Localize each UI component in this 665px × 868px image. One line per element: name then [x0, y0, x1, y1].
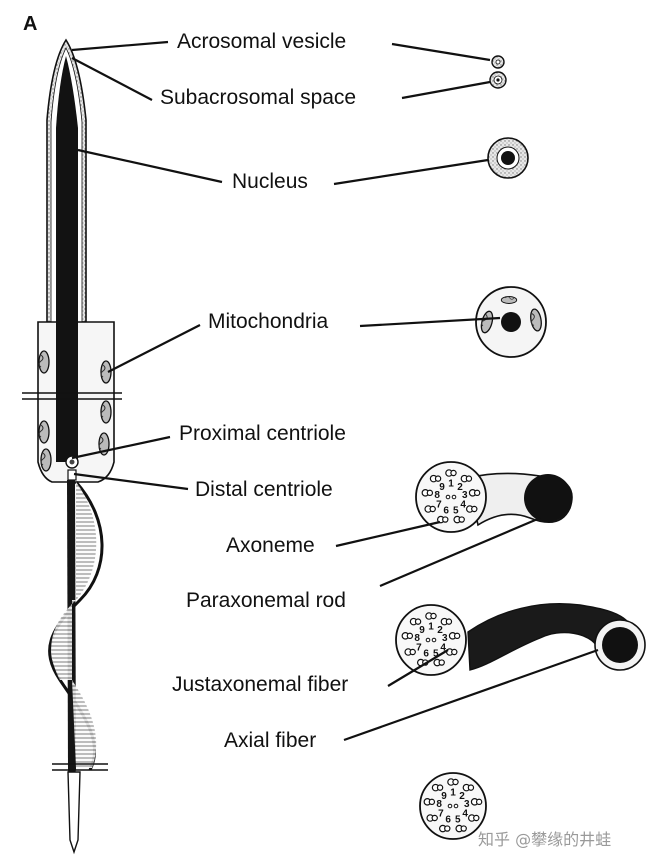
doublet-number: 5	[453, 506, 459, 517]
doublet-number: 7	[436, 500, 442, 511]
doublet-number: 3	[464, 799, 470, 810]
doublet-number: 6	[445, 815, 451, 826]
watermark-text: 知乎 @攀缘的井蛙	[478, 830, 611, 849]
doublet-number: 1	[450, 788, 456, 799]
axoneme-doublet	[438, 824, 451, 833]
axoneme-doublet	[448, 632, 461, 640]
axoneme-doublet	[424, 505, 436, 513]
axoneme-doublet	[409, 617, 422, 626]
doublet-number: 7	[438, 809, 444, 820]
sperm-longitudinal	[22, 38, 122, 855]
axoneme-doublet	[421, 489, 434, 497]
axoneme-doublet	[468, 489, 481, 497]
axoneme-doublet	[462, 783, 475, 792]
doublet-number: 4	[440, 643, 446, 654]
doublet-number: 2	[457, 482, 463, 493]
section-midpiece	[475, 286, 547, 358]
doublet-number: 3	[442, 633, 448, 644]
label-mitochondria: Mitochondria	[208, 310, 329, 333]
label-group: Acrosomal vesicle Subacrosomal space Nuc…	[160, 30, 356, 752]
doublet-number: 4	[462, 809, 468, 820]
doublet-number: 2	[437, 625, 443, 636]
doublet-number: 1	[428, 622, 434, 633]
section-nucleus	[487, 137, 529, 179]
doublet-number: 2	[459, 791, 465, 802]
axoneme-doublet	[429, 474, 442, 483]
axoneme-doublet	[433, 658, 445, 667]
doublet-number: 3	[462, 490, 468, 501]
label-distal-centriole: Distal centriole	[195, 478, 333, 501]
section-acrosome-tip	[491, 55, 505, 69]
axoneme-doublet	[445, 648, 458, 656]
label-proximal-centriole: Proximal centriole	[179, 422, 346, 445]
axoneme-doublet	[401, 632, 414, 640]
axoneme-doublet	[425, 612, 437, 620]
doublet-number: 8	[434, 490, 440, 501]
axoneme-doublet	[404, 648, 416, 656]
doublet-number: 1	[448, 479, 454, 490]
section-subacrosomal	[489, 71, 507, 89]
label-acrosomal-vesicle: Acrosomal vesicle	[177, 30, 346, 53]
axoneme-doublet	[467, 814, 480, 822]
panel-letter: A	[23, 13, 37, 35]
doublet-number: 6	[443, 506, 449, 517]
doublet-number: 5	[433, 649, 439, 660]
nucleus-core	[56, 56, 78, 462]
axoneme-doublet	[423, 798, 436, 806]
axoneme-doublet	[440, 617, 453, 626]
central-pair-tubule	[447, 803, 453, 809]
axoneme-doublet	[460, 474, 473, 483]
doublet-number: 8	[436, 799, 442, 810]
doublet-number: 9	[419, 625, 425, 636]
label-subacrosomal-space: Subacrosomal space	[160, 86, 356, 109]
axoneme-doublet	[453, 515, 465, 524]
doublet-number: 4	[460, 500, 466, 511]
axoneme-doublet	[455, 824, 467, 833]
doublet-number: 8	[414, 633, 420, 644]
label-justaxonemal-fiber: Justaxonemal fiber	[172, 673, 348, 696]
doublet-number: 5	[455, 815, 461, 826]
central-pair-tubule	[453, 803, 459, 809]
central-pair-tubule	[445, 494, 451, 500]
central-pair-tubule	[451, 494, 457, 500]
axoneme-doublet	[447, 778, 459, 786]
axoneme-doublet	[470, 798, 483, 806]
central-pair-tubule	[431, 637, 437, 643]
label-axial-fiber: Axial fiber	[224, 729, 316, 752]
doublet-number: 9	[441, 791, 447, 802]
doublet-number: 9	[439, 482, 445, 493]
label-nucleus: Nucleus	[232, 170, 308, 193]
doublet-number: 6	[423, 649, 429, 660]
axoneme-doublet	[445, 469, 457, 477]
axoneme-doublet	[465, 505, 478, 513]
label-axoneme: Axoneme	[226, 534, 315, 557]
central-pair-tubule	[425, 637, 431, 643]
doublet-number: 7	[416, 643, 422, 654]
leader-lines	[71, 40, 599, 742]
label-paraxonemal-rod: Paraxonemal rod	[186, 589, 346, 612]
axoneme-doublet	[431, 783, 444, 792]
axoneme-doublet	[426, 814, 438, 822]
